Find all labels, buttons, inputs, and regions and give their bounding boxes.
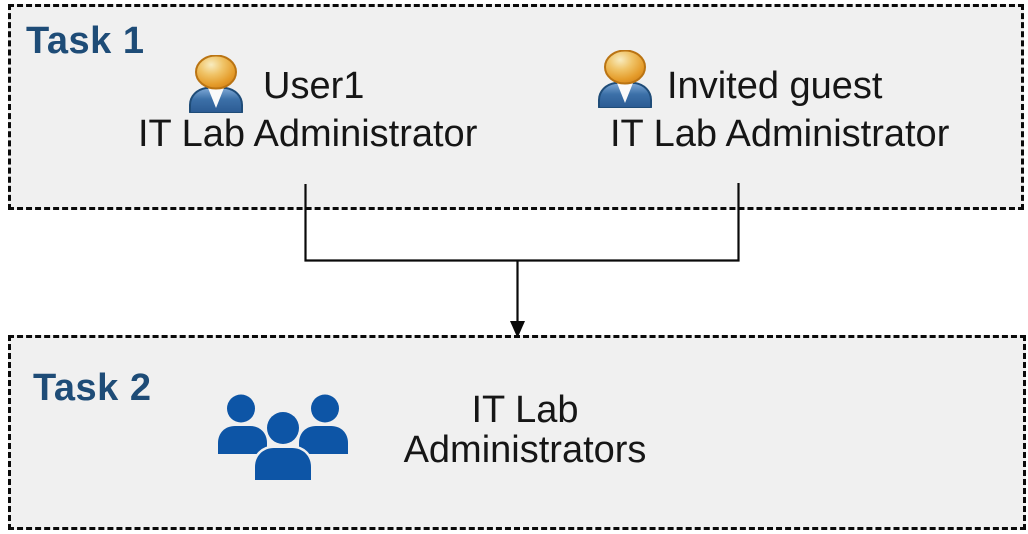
user1-role: IT Lab Administrator [138, 113, 478, 155]
people-group-icon [218, 394, 348, 480]
task1-box [8, 4, 1024, 210]
task2-box [8, 335, 1026, 530]
user2-name: Invited guest [667, 65, 883, 107]
user1-name: User1 [263, 65, 365, 107]
group-name-line2: Administrators [403, 429, 647, 471]
task2-label: Task 2 [33, 367, 152, 409]
group-name-line1: IT Lab [471, 389, 579, 431]
person-icon [598, 50, 652, 108]
task1-label: Task 1 [26, 20, 145, 62]
person-icon [189, 55, 243, 113]
group-name: IT Lab Administrators [375, 390, 675, 470]
user2-role: IT Lab Administrator [610, 113, 950, 155]
